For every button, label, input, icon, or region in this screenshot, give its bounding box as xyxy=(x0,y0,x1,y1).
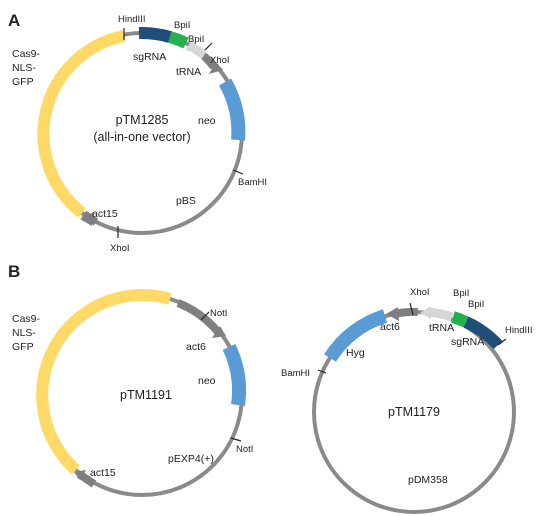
label-xhoi-right: XhoI xyxy=(410,287,430,298)
label-bamhi-a: BamHI xyxy=(238,177,267,188)
label-bpil-right-2: BpiI xyxy=(468,299,484,310)
trna-right-arrowhead xyxy=(420,306,431,319)
label-bamhi-right: BamHI xyxy=(281,368,310,379)
label-hindiii-right: HindIII xyxy=(505,325,532,336)
label-hindiii-a: HindIII xyxy=(118,14,145,25)
label-act6-right: act6 xyxy=(380,321,400,333)
plasmid-name-ptm1285: pTM1285 xyxy=(116,113,169,127)
segment-cas9-nls-gfp xyxy=(37,30,126,218)
label-act15-b: act15 xyxy=(90,467,116,479)
panel-label-a: A xyxy=(8,11,20,30)
tick-xhoi-a1 xyxy=(204,42,213,51)
label-act6-b: act6 xyxy=(186,341,206,353)
label-noti-b-2: NotI xyxy=(236,444,253,455)
label-pexp4: pEXP4(+) xyxy=(168,453,214,465)
act6-right-arrowhead xyxy=(386,307,399,321)
label-cas9-b-1: Cas9- xyxy=(12,313,41,325)
segment-trna-right xyxy=(427,307,454,322)
plasmid-subtitle-ptm1285: (all-in-one vector) xyxy=(93,130,190,144)
label-bpil-a-1: BpiI xyxy=(174,20,190,31)
act15-arrowhead xyxy=(80,212,94,226)
tick-bamhi-a xyxy=(232,169,244,175)
label-xhoi-a-2: XhoI xyxy=(110,243,130,254)
plasmid-name-ptm1191: pTM1191 xyxy=(120,388,172,402)
label-hyg: Hyg xyxy=(346,347,365,359)
segment-sgrna xyxy=(138,26,172,43)
label-neo-b: neo xyxy=(198,375,216,387)
label-cas9-a-3: GFP xyxy=(12,76,34,88)
plasmid-ptm1285 xyxy=(37,26,246,238)
segment-neo-a xyxy=(218,78,246,141)
label-sgrna-right: sgRNA xyxy=(451,336,484,348)
tick-noti-b2 xyxy=(230,437,242,442)
plasmid-ptm1191 xyxy=(36,289,247,497)
label-bpil-a-2: BpiI xyxy=(188,34,204,45)
tick-noti-b1 xyxy=(200,311,210,321)
label-neo-a: neo xyxy=(198,115,216,127)
plasmid-ptm1179 xyxy=(312,302,516,514)
panel-label-b: B xyxy=(8,262,20,281)
segment-sgrna-right xyxy=(463,316,503,350)
segment-hyg xyxy=(324,309,388,362)
label-bpil-right-1: BpiI xyxy=(453,288,469,299)
segment-cas9-nls-gfp-b xyxy=(36,289,172,475)
label-cas9-a-2: NLS- xyxy=(12,62,36,74)
label-noti-b-1: NotI xyxy=(210,308,227,319)
label-cas9-b-3: GFP xyxy=(12,341,34,353)
promoter-arrowhead-a xyxy=(209,62,223,74)
label-trna-a: tRNA xyxy=(176,66,201,78)
tick-hindiii-right xyxy=(497,338,507,346)
label-cas9-a-1: Cas9- xyxy=(12,48,41,60)
label-sgrna-a: sgRNA xyxy=(133,51,166,63)
tick-bamhi-right xyxy=(317,369,327,374)
label-xhoi-a-1: XhoI xyxy=(210,55,230,66)
label-act15-a: act15 xyxy=(92,208,118,220)
act6-b-arrowhead xyxy=(212,326,226,338)
act15-b-arrowhead xyxy=(74,470,86,480)
plasmid-name-ptm1179: pTM1179 xyxy=(388,405,440,419)
label-trna-right: tRNA xyxy=(429,322,454,334)
label-cas9-b-2: NLS- xyxy=(12,327,36,339)
segment-neo-b xyxy=(222,343,247,407)
tick-xhoi-right xyxy=(409,302,414,316)
trna-arrowhead xyxy=(186,38,200,51)
segment-bpii xyxy=(168,31,189,49)
label-pbs: pBS xyxy=(176,195,196,207)
segment-bpii-right xyxy=(451,311,469,328)
segment-act6-b xyxy=(176,299,222,335)
label-pdm358: pDM358 xyxy=(408,474,448,486)
